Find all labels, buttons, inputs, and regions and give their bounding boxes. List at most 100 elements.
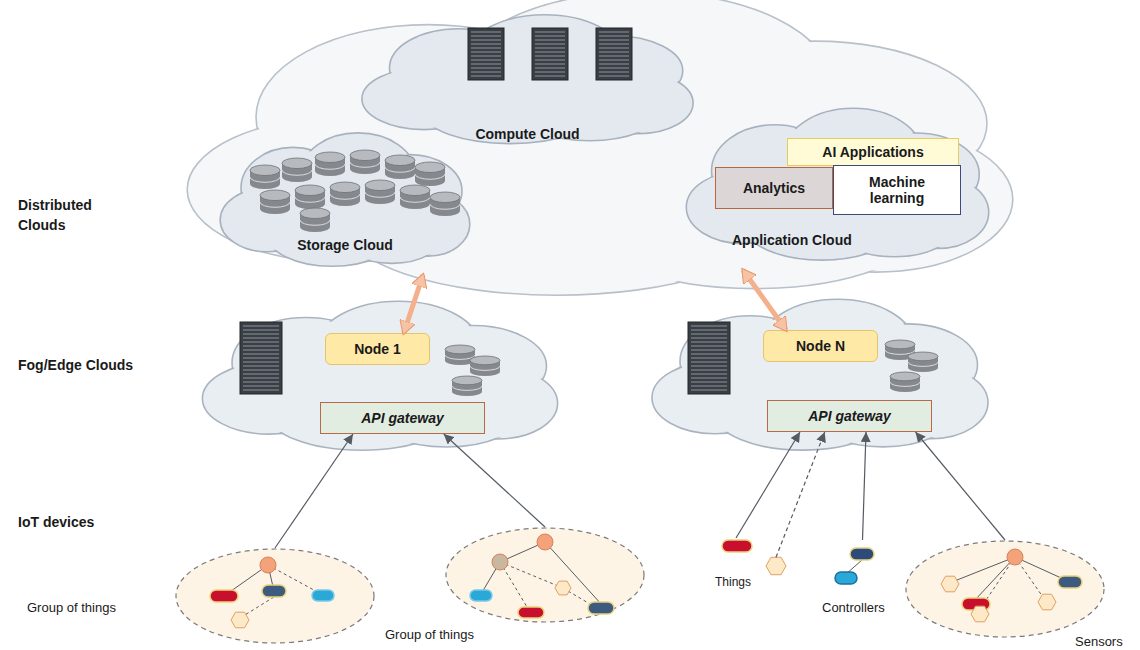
process-box: AI Applications xyxy=(787,138,959,166)
server-icon xyxy=(243,346,279,347)
database-icon xyxy=(260,190,290,201)
server-icon xyxy=(243,386,279,387)
server-icon xyxy=(243,366,279,367)
device-thing xyxy=(518,607,544,618)
tier-label-holder: Distributed Clouds xyxy=(18,195,128,236)
double-arrow xyxy=(404,275,423,333)
database-icon xyxy=(400,197,430,202)
tier-label-holder: IoT devices xyxy=(18,512,168,532)
database-icon xyxy=(890,383,920,392)
server-icon xyxy=(599,60,629,61)
process-box: Machine learning xyxy=(833,165,961,215)
database-icon xyxy=(350,150,380,161)
server-icon xyxy=(596,28,632,80)
server-icon xyxy=(691,338,727,339)
server-icon xyxy=(599,36,629,37)
server-icon xyxy=(691,366,727,367)
server-icon xyxy=(471,32,501,33)
server-icon xyxy=(243,334,279,335)
database-icon xyxy=(470,366,500,370)
cloud-outline xyxy=(341,207,442,262)
device-link xyxy=(500,562,563,588)
database-icon xyxy=(430,205,460,216)
cloud-node: Application Cloud AI ApplicationsAnalytic… xyxy=(680,105,995,270)
server-icon xyxy=(243,362,279,363)
process-box: API gateway xyxy=(320,402,485,434)
tier-label: Fog/Edge Clouds xyxy=(18,355,168,375)
database-icon xyxy=(452,387,482,396)
server-icon xyxy=(599,56,629,57)
connector-arrow xyxy=(736,432,800,538)
database-icon xyxy=(330,182,360,193)
device-thing xyxy=(312,590,334,601)
database-icon xyxy=(350,162,380,167)
server-icon xyxy=(535,68,565,69)
server-icon xyxy=(243,330,279,331)
sensor-thing xyxy=(231,612,249,628)
database-icon xyxy=(260,203,290,214)
device-thing xyxy=(850,548,874,560)
server-icon xyxy=(471,60,501,61)
database-icon xyxy=(295,198,325,209)
node-label: Analytics xyxy=(743,180,805,196)
database-icon xyxy=(315,152,345,163)
database-icon xyxy=(365,180,395,191)
server-icon xyxy=(691,346,727,347)
server-icon xyxy=(599,48,629,49)
server-icon xyxy=(688,322,730,394)
server-icon xyxy=(471,40,501,41)
server-icon xyxy=(691,370,727,371)
server-icon xyxy=(471,64,501,65)
database-icon xyxy=(452,386,482,390)
server-icon xyxy=(243,342,279,343)
database-icon xyxy=(430,192,460,203)
server-icon xyxy=(691,390,727,391)
database-icon xyxy=(470,367,500,376)
server-icon xyxy=(691,362,727,363)
sensor-thing xyxy=(941,576,959,592)
database-icon xyxy=(250,178,280,189)
database-icon xyxy=(365,192,395,197)
server-icon xyxy=(691,374,727,375)
sensor-thing xyxy=(1038,594,1056,610)
database-icon xyxy=(260,202,290,207)
server-icon xyxy=(535,44,565,45)
server-icon xyxy=(243,358,279,359)
server-icon xyxy=(243,370,279,371)
database-icon xyxy=(250,177,280,182)
server-icon xyxy=(599,32,629,33)
server-icon xyxy=(535,60,565,61)
server-icon xyxy=(535,76,565,77)
server-icon xyxy=(468,28,504,80)
database-icon xyxy=(300,220,330,225)
server-icon xyxy=(599,40,629,41)
database-icon xyxy=(295,185,325,196)
connector-arrow xyxy=(444,434,545,527)
database-icon xyxy=(908,362,938,366)
node-label: Controllers xyxy=(822,601,885,616)
group-outline xyxy=(906,541,1104,637)
cloud-node: Compute Cloud xyxy=(355,12,700,152)
server-icon xyxy=(243,326,279,327)
database-icon xyxy=(400,185,430,196)
node-label: API gateway xyxy=(808,408,890,424)
connector-arrow xyxy=(776,432,825,557)
device-thing xyxy=(262,585,286,597)
server-icon xyxy=(691,358,727,359)
server-icon xyxy=(532,28,568,80)
server-icon xyxy=(471,44,501,45)
database-icon xyxy=(315,165,345,176)
database-icon xyxy=(282,158,312,169)
device-thing xyxy=(470,590,492,601)
server-icon xyxy=(691,354,727,355)
sensor-thing xyxy=(971,606,989,622)
node-label: Application Cloud xyxy=(732,232,852,248)
hub-thing xyxy=(537,534,553,550)
database-icon xyxy=(415,175,445,186)
database-icon xyxy=(365,193,395,204)
connector-arrow xyxy=(863,432,867,540)
server-icon xyxy=(471,56,501,57)
server-icon xyxy=(471,72,501,73)
